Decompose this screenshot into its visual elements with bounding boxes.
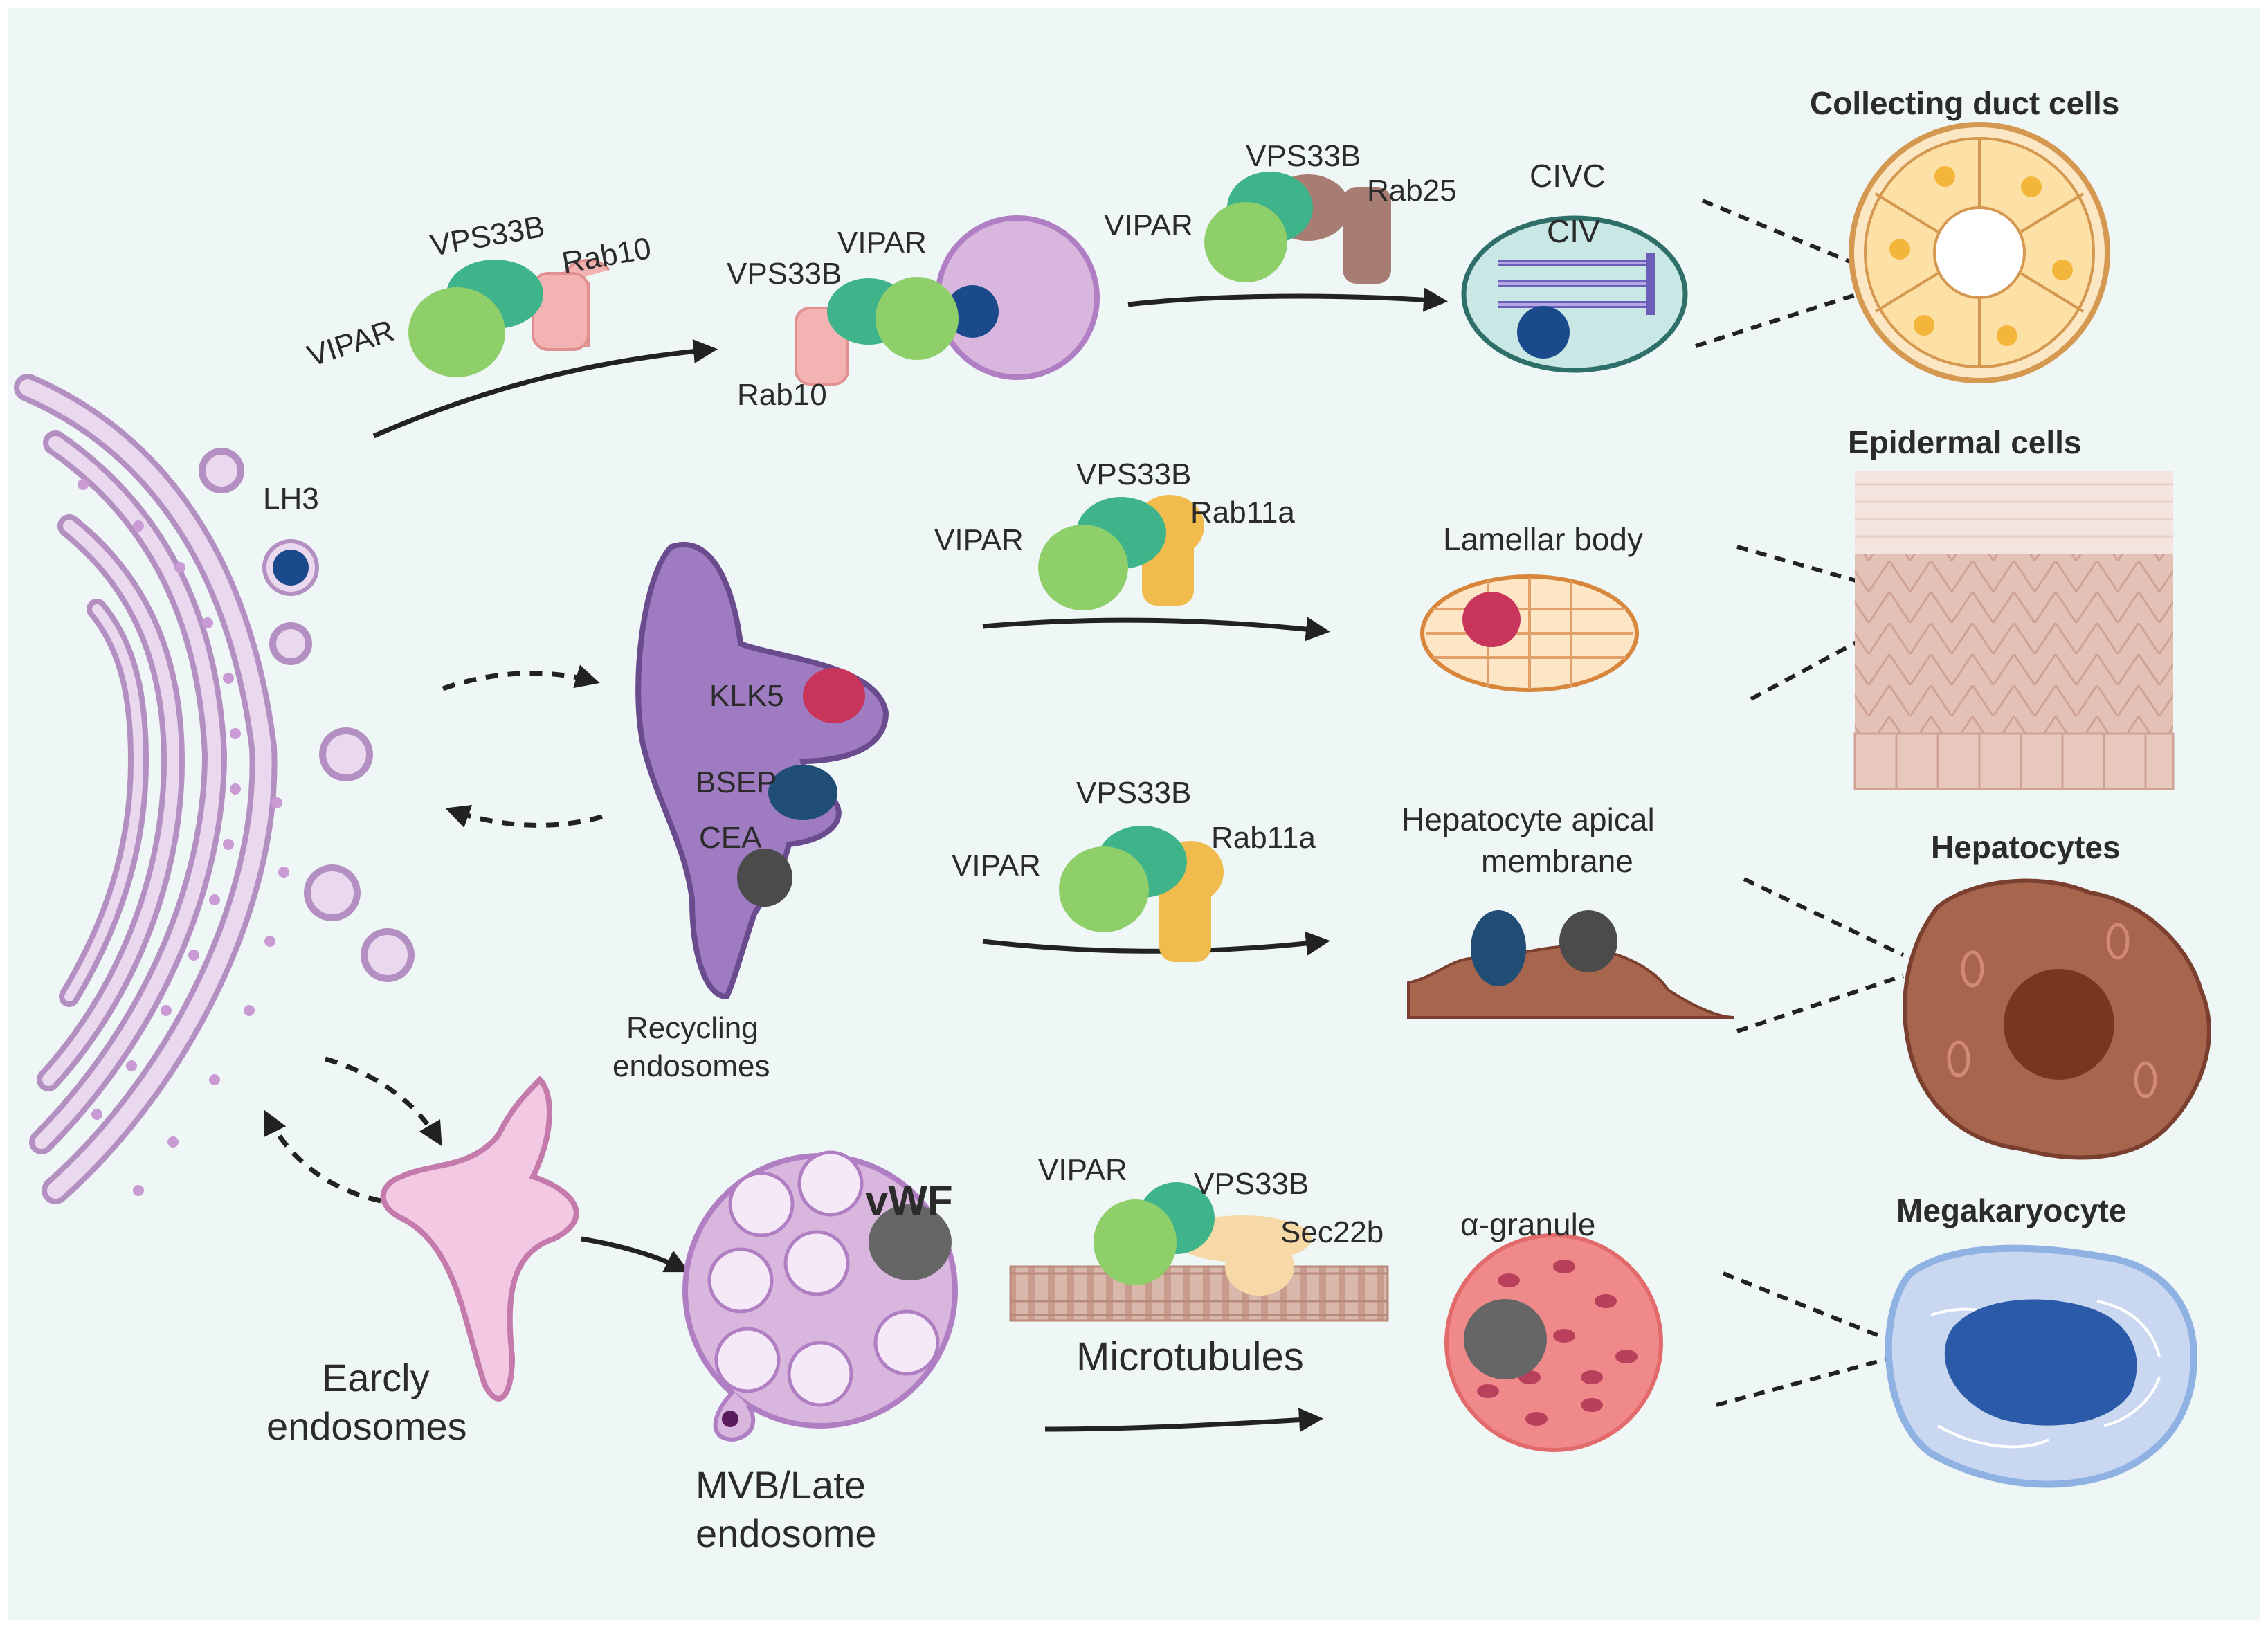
complex-3-vipar-label: VIPAR [1104, 208, 1193, 242]
civc-label: CIVC [1530, 158, 1606, 194]
early-endosome: Earcly endosomes [266, 1076, 579, 1448]
complex-3-vps33b-label: VPS33B [1246, 139, 1361, 173]
complex-6-microtubules: VIPAR VPS33B Sec22b Microtubules [1009, 1153, 1389, 1379]
alpha-granule-label: α-granule [1460, 1206, 1595, 1242]
klk5-cargo-icon [803, 668, 865, 723]
golgi-apparatus [14, 374, 415, 1204]
megakaryocyte-label: Megakaryocyte [1896, 1193, 2126, 1228]
lamellar-cargo-icon [1462, 592, 1521, 647]
complex-2-rab10-label: Rab10 [737, 378, 827, 412]
complex-3: VPS33B Rab25 VIPAR [1104, 139, 1457, 284]
lamellar-body: Lamellar body [1420, 521, 1643, 692]
hepatocyte-nucleus [2004, 969, 2114, 1080]
klk5-label: KLK5 [709, 679, 784, 713]
civc-cargo-icon [1517, 306, 1570, 359]
microtubules-label: Microtubules [1076, 1334, 1304, 1379]
arrow-row3-to-hepatocyte [982, 931, 1330, 956]
complex-6-sec22b-label: Sec22b [1280, 1215, 1384, 1249]
collecting-duct-cells-label: Collecting duct cells [1810, 85, 2119, 121]
dashed-arrow-from-recycling [445, 804, 603, 828]
arrow-golgi-to-row1 [372, 339, 718, 439]
arrows [372, 287, 1448, 1433]
granule-vwf-icon [1464, 1299, 1547, 1379]
recycling-endosomes-label-2: endosomes [613, 1049, 770, 1083]
complex-5: VPS33B Rab11a VIPAR [952, 776, 1316, 962]
complex-4: VPS33B Rab11a VIPAR [934, 457, 1295, 610]
hepatocyte-membrane-label-2: membrane [1481, 843, 1633, 879]
dashed-arrow-to-recycling [442, 664, 600, 691]
hepatocyte-apical-membrane: Hepatocyte apical membrane [1401, 801, 1734, 1019]
dashed-arrow-from-early [264, 1109, 381, 1204]
microtubule-bar [1009, 1265, 1389, 1322]
recycling-endosome: KLK5 BSEP CEA Recycling endosomes [613, 541, 889, 1083]
megakaryocyte-nucleus [1944, 1299, 2137, 1426]
alpha-granule: α-granule [1444, 1206, 1663, 1452]
epidermal-cells: Epidermal cells [1848, 424, 2175, 790]
bsep-cargo-icon [768, 765, 837, 820]
epidermal-cells-label: Epidermal cells [1848, 424, 2082, 460]
complex-2-vps33b-label: VPS33B [727, 257, 842, 291]
mvb-label-1: MVB/Late [696, 1463, 866, 1507]
lh3-label: LH3 [263, 482, 319, 516]
civc-organelle: CIVC CIV [1461, 158, 1688, 373]
dashed-arrows [264, 664, 603, 1204]
golgi-dots [78, 479, 289, 1196]
complex-6-vps33b-label: VPS33B [1194, 1167, 1309, 1201]
vwf-cargo-icon [869, 1204, 952, 1280]
megakaryocyte: Megakaryocyte [1885, 1193, 2198, 1488]
complex-2-vesicle: VIPAR VPS33B Rab10 [727, 215, 1100, 412]
vesicle-cargo-icon [946, 285, 999, 338]
recycling-endosomes-label-1: Recycling [626, 1011, 759, 1045]
complex-4-rab11a-label: Rab11a [1190, 496, 1295, 529]
complex-5-vipar-label: VIPAR [952, 849, 1041, 882]
mvb-label-2: endosome [696, 1512, 877, 1555]
complex-4-vipar-label: VIPAR [934, 523, 1024, 557]
arrow-row2-to-lamellar [982, 617, 1330, 642]
complex-6-vipar-label: VIPAR [1038, 1153, 1127, 1187]
lamellar-body-label: Lamellar body [1443, 521, 1643, 557]
bsep-label: BSEP [696, 765, 777, 799]
complex-2-vipar-label: VIPAR [837, 226, 927, 260]
hepatocyte-bsep-icon [1471, 910, 1526, 986]
mvb-late-endosome: vWF MVB/Late endosome [682, 1150, 958, 1555]
complex-5-vps33b-label: VPS33B [1076, 776, 1191, 810]
leader-lines [1695, 199, 1932, 1407]
complex-4-vps33b-label: VPS33B [1076, 457, 1191, 491]
complex-1: VIPAR VPS33B Rab10 [303, 210, 653, 377]
vwf-label: vWF [865, 1177, 953, 1224]
civ-label: CIV [1547, 213, 1600, 249]
early-endosomes-label-1: Earcly [322, 1356, 430, 1399]
complex-5-rab11a-label: Rab11a [1211, 821, 1316, 855]
complex-3-rab25-label: Rab25 [1367, 174, 1457, 208]
hepatocyte-cea-icon [1559, 910, 1617, 972]
dashed-arrow-to-early [325, 1056, 442, 1147]
arrow-early-to-mvb [581, 1236, 690, 1273]
hepatocyte-membrane-label-1: Hepatocyte apical [1401, 801, 1655, 837]
lh3-cargo-icon [273, 550, 309, 586]
arrow-row4-to-granule [1044, 1408, 1323, 1433]
hepatocytes: Hepatocytes [1903, 829, 2211, 1160]
early-endosomes-label-2: endosomes [266, 1404, 467, 1448]
cea-label: CEA [699, 821, 762, 855]
arrow-row1-to-civc [1127, 287, 1448, 312]
cea-cargo-icon [737, 849, 792, 907]
hepatocytes-label: Hepatocytes [1931, 829, 2121, 865]
collecting-duct-cells: Collecting duct cells [1810, 85, 2119, 383]
